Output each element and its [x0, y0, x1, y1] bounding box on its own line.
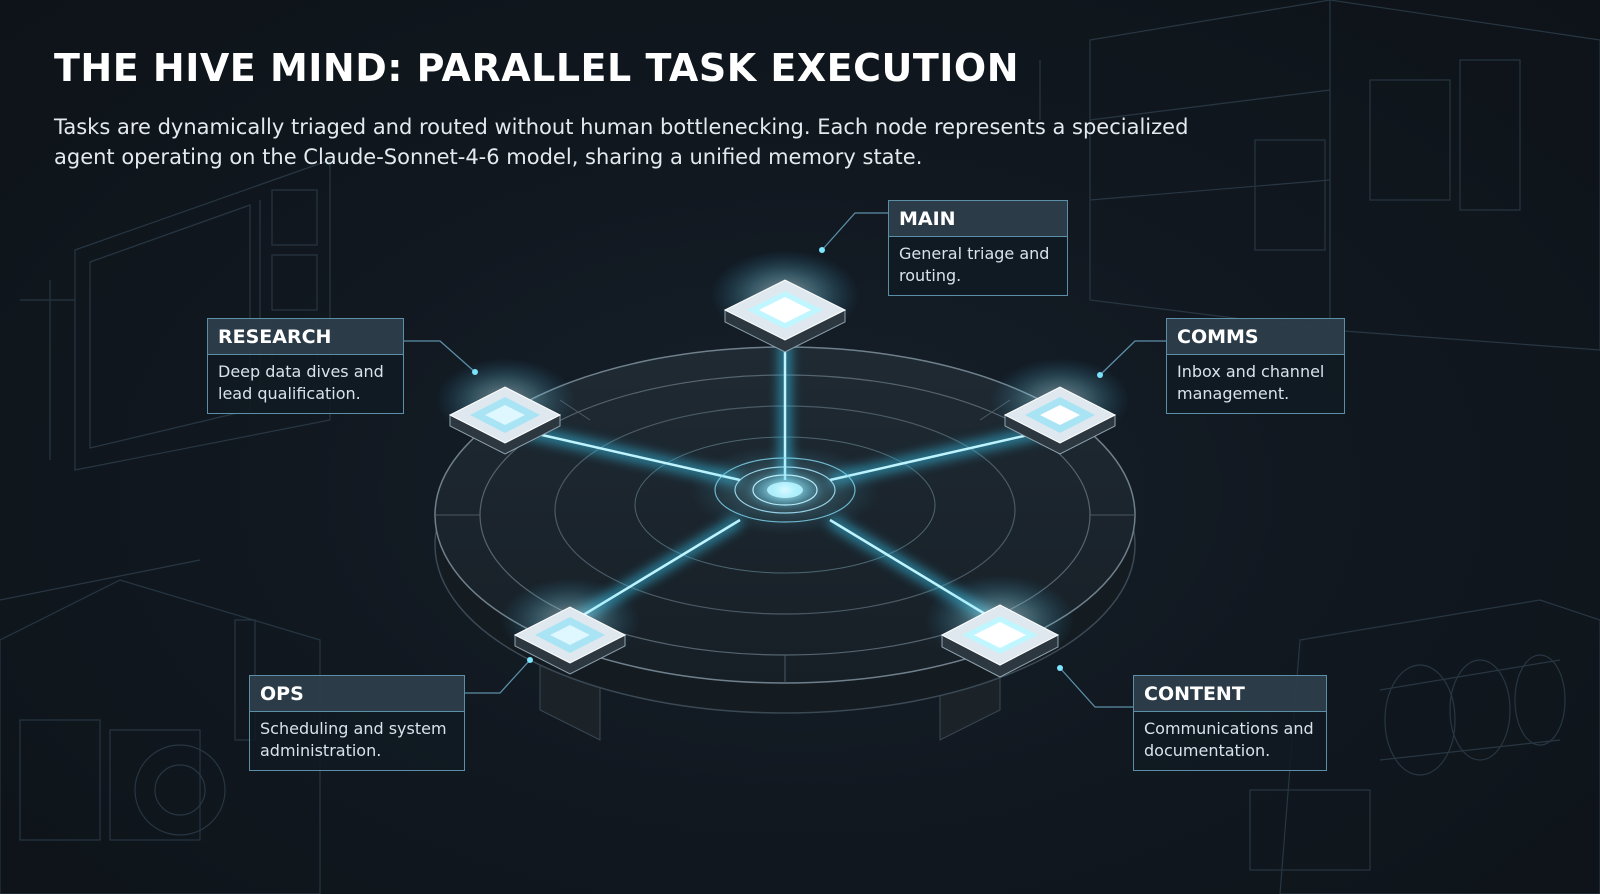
page-subtitle: Tasks are dynamically triaged and routed…	[54, 115, 1189, 169]
agent-chip-icon	[710, 250, 860, 353]
callout-research-label: RESEARCH	[208, 319, 403, 355]
callout-research: RESEARCH Deep data dives and lead qualif…	[207, 318, 404, 414]
agent-chip-icon	[990, 358, 1130, 455]
callout-content: CONTENT Communications and documentation…	[1133, 675, 1327, 771]
callout-main-description: General triage and routing.	[899, 244, 1050, 285]
agent-chip-icon	[435, 358, 575, 455]
callout-research-description: Deep data dives and lead qualification.	[218, 362, 384, 403]
callout-comms-label: COMMS	[1167, 319, 1344, 355]
agent-chip-icon	[925, 575, 1075, 678]
callout-content-description: Communications and documentation.	[1144, 719, 1314, 760]
callout-ops-description: Scheduling and system administration.	[260, 719, 447, 760]
callout-comms: COMMS Inbox and channel management.	[1166, 318, 1345, 414]
callout-ops: OPS Scheduling and system administration…	[249, 675, 465, 771]
callout-main: MAIN General triage and routing.	[888, 200, 1068, 296]
callout-main-label: MAIN	[889, 201, 1067, 237]
central-hub-icon	[690, 445, 880, 535]
agent-chip-icon	[500, 578, 640, 675]
callout-comms-description: Inbox and channel management.	[1177, 362, 1325, 403]
callout-leaders	[404, 212, 1166, 708]
page-title: THE HIVE MIND: PARALLEL TASK EXECUTION	[54, 46, 1019, 90]
callout-ops-label: OPS	[250, 676, 464, 712]
callout-content-label: CONTENT	[1134, 676, 1326, 712]
